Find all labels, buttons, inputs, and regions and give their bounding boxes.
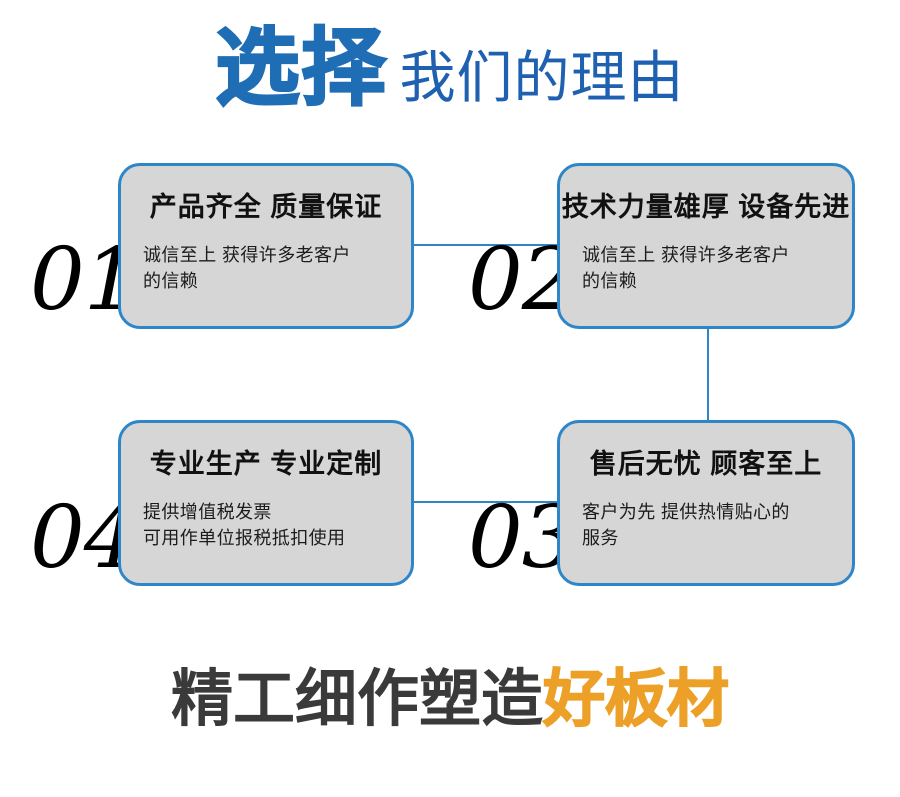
connector-card4-to-card3 [410,501,560,503]
card-03-body-line-1: 客户为先 提供热情贴心的 [582,502,790,522]
card-01-body-line-1: 诚信至上 获得许多老客户 [143,245,351,265]
card-01-body-line-2: 的信赖 [143,271,199,292]
card-03-heading: 售后无忧 顾客至上 [589,449,823,479]
footer-tagline-dark-text: 精工细作塑造 [170,662,543,735]
card-04-body: 提供增值税发票 可用作单位报税抵扣使用 [143,499,415,551]
card-03-body: 客户为先 提供热情贴心的 服务 [582,499,854,551]
connector-card2-to-card3 [707,328,709,420]
footer-tagline-accent-text: 好板材 [542,662,730,735]
card-04-body-line-1: 提供增值税发票 [143,502,272,522]
title-strong-text: 选择 [214,19,388,117]
footer-tagline: 精工细作塑造好板材 [0,667,900,731]
card-02-body-line-1: 诚信至上 获得许多老客户 [582,245,790,265]
card-04-body-line-2: 可用作单位报税抵扣使用 [143,528,346,549]
feature-card-02: 技术力量雄厚 设备先进 诚信至上 获得许多老客户 的信赖 [557,163,855,329]
card-03-body-line-2: 服务 [582,528,619,549]
card-02-heading: 技术力量雄厚 设备先进 [561,192,851,222]
feature-card-04: 专业生产 专业定制 提供增值税发票 可用作单位报税抵扣使用 [118,420,414,586]
title-light-text: 我们的理由 [399,46,685,111]
feature-card-03: 售后无忧 顾客至上 客户为先 提供热情贴心的 服务 [557,420,855,586]
card-02-body-line-2: 的信赖 [582,271,638,292]
connector-card1-to-card2 [410,244,560,246]
card-04-heading: 专业生产 专业定制 [149,449,383,479]
page-title: 选择我们的理由 [0,25,900,112]
card-01-heading: 产品齐全 质量保证 [149,192,383,222]
card-02-body: 诚信至上 获得许多老客户 的信赖 [582,242,854,294]
card-01-body: 诚信至上 获得许多老客户 的信赖 [143,242,415,294]
feature-card-01: 产品齐全 质量保证 诚信至上 获得许多老客户 的信赖 [118,163,414,329]
